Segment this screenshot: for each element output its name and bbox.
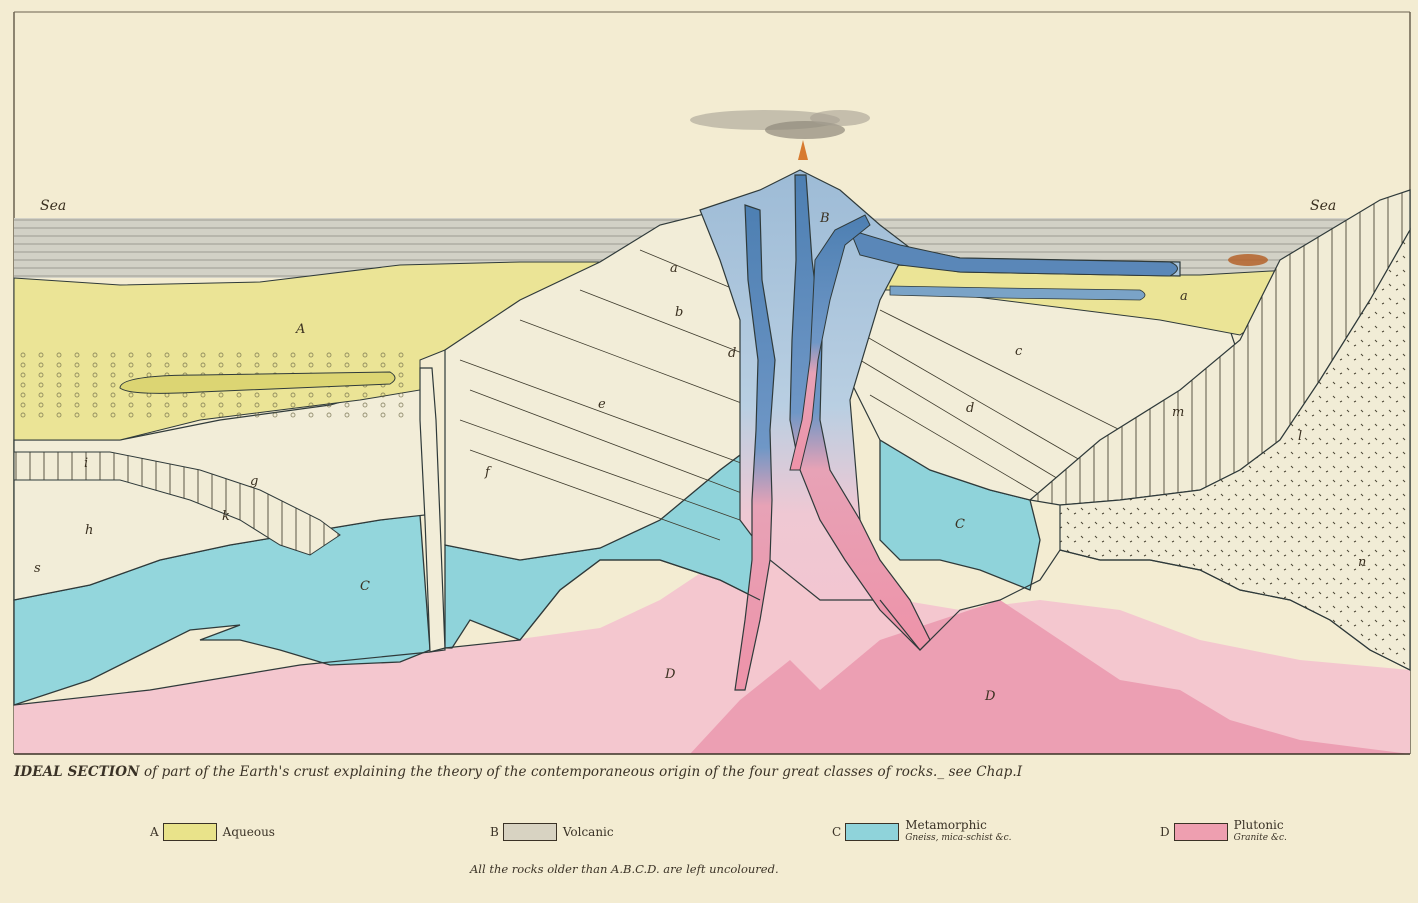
footnote: All the rocks older than A.B.C.D. are le… — [470, 862, 779, 876]
island-fire — [1228, 254, 1268, 266]
label-C-left: C — [360, 579, 370, 594]
label-b: b — [675, 305, 683, 320]
legend-sub-plutonic: Granite &c. — [1234, 832, 1287, 845]
label-C-right: C — [955, 517, 965, 532]
label-c: c — [1015, 344, 1023, 359]
legend-swatch-metamorphic — [845, 823, 899, 841]
legend-name-plutonic-text: Plutonic — [1234, 818, 1284, 832]
legend-name-plutonic: Plutonic Granite &c. — [1234, 819, 1287, 845]
label-sea-right: Sea — [1310, 198, 1336, 214]
label-h: h — [85, 523, 93, 538]
legend-name-volcanic: Volcanic — [563, 826, 614, 839]
legend-metamorphic: C Metamorphic Gneiss, mica-schist &c. — [832, 818, 1012, 846]
label-k: k — [222, 509, 230, 524]
label-B: B — [819, 211, 830, 226]
label-g: g — [250, 474, 258, 489]
legend-name-aqueous: Aqueous — [223, 826, 275, 839]
label-n: n — [1358, 555, 1366, 570]
label-D-left: D — [664, 667, 676, 682]
label-A: A — [295, 322, 305, 337]
label-i: i — [84, 456, 88, 471]
label-sea-left: Sea — [40, 198, 66, 214]
caption: IDEAL SECTION of part of the Earth's cru… — [14, 764, 1409, 780]
legend-name-metamorphic: Metamorphic Gneiss, mica-schist &c. — [905, 819, 1011, 845]
label-d: d — [728, 346, 736, 361]
label-a-right: a — [1180, 289, 1188, 304]
label-m: m — [1172, 405, 1184, 420]
legend-key-d: D — [1160, 825, 1170, 839]
legend-key-b: B — [490, 825, 499, 839]
label-l: l — [1298, 429, 1302, 444]
legend-key-c: C — [832, 825, 841, 839]
caption-title: IDEAL SECTION — [14, 764, 140, 780]
legend-swatch-aqueous — [163, 823, 217, 841]
legend-name-metamorphic-text: Metamorphic — [905, 818, 987, 832]
legend-swatch-volcanic — [503, 823, 557, 841]
label-s: s — [34, 561, 41, 576]
legend-key-a: A — [150, 825, 159, 839]
legend-plutonic: D Plutonic Granite &c. — [1160, 818, 1287, 846]
legend-swatch-plutonic — [1174, 823, 1228, 841]
label-e: e — [598, 397, 606, 412]
label-d-right: d — [966, 401, 974, 416]
legend-volcanic: B Volcanic — [490, 818, 614, 846]
label-a: a — [670, 261, 678, 276]
label-D-right: D — [984, 689, 996, 704]
caption-text: of part of the Earth's crust explaining … — [144, 764, 1022, 780]
legend-aqueous: A Aqueous — [150, 818, 275, 846]
legend-sub-metamorphic: Gneiss, mica-schist &c. — [905, 832, 1011, 845]
